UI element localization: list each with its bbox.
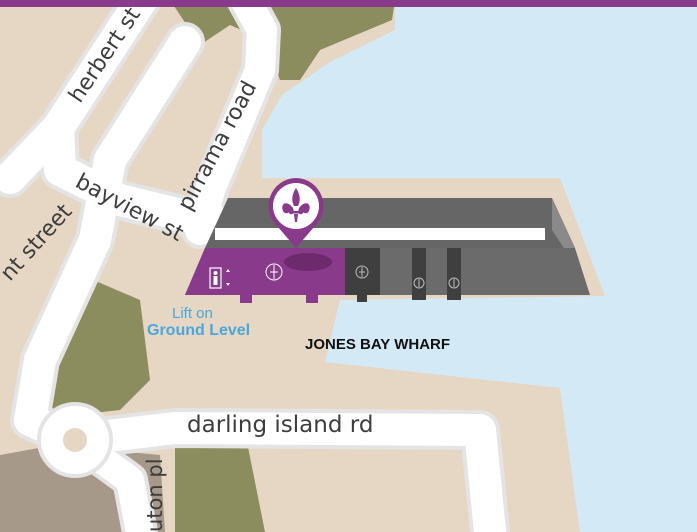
- location-marker[interactable]: [268, 178, 324, 248]
- wharf-roof: [205, 198, 575, 248]
- lift-icon: [209, 267, 230, 289]
- fleur-de-lis-icon: [355, 265, 460, 289]
- roundabout-center: [63, 428, 87, 452]
- wharf-pier-1: [412, 248, 426, 300]
- wharf-tab-3: [357, 295, 367, 302]
- lift-label-line2: Ground Level: [147, 322, 250, 339]
- road-label-darling: darling island rd: [187, 412, 373, 438]
- marker-shadow: [284, 253, 332, 271]
- wharf-tab-1: [240, 295, 252, 303]
- road-darling: [59, 412, 506, 532]
- road-street: [14, 26, 201, 456]
- wharf-tab-2: [306, 295, 318, 303]
- wharf-walkway: [215, 228, 545, 240]
- top-bar: [0, 0, 697, 7]
- road-pirrama: [185, 0, 277, 245]
- lift-label-line1: Lift on: [172, 305, 213, 322]
- park-top: [170, 0, 395, 80]
- wharf-pier-2: [447, 248, 461, 300]
- fleur-de-lis-icon: [282, 188, 310, 222]
- fleur-de-lis-icon: [265, 263, 283, 281]
- wharf-building: [185, 198, 590, 303]
- wharf-name-label: JONES BAY WHARF: [305, 336, 450, 353]
- park-bottom: [175, 432, 265, 532]
- road-label-bottom: uton pl: [143, 458, 167, 532]
